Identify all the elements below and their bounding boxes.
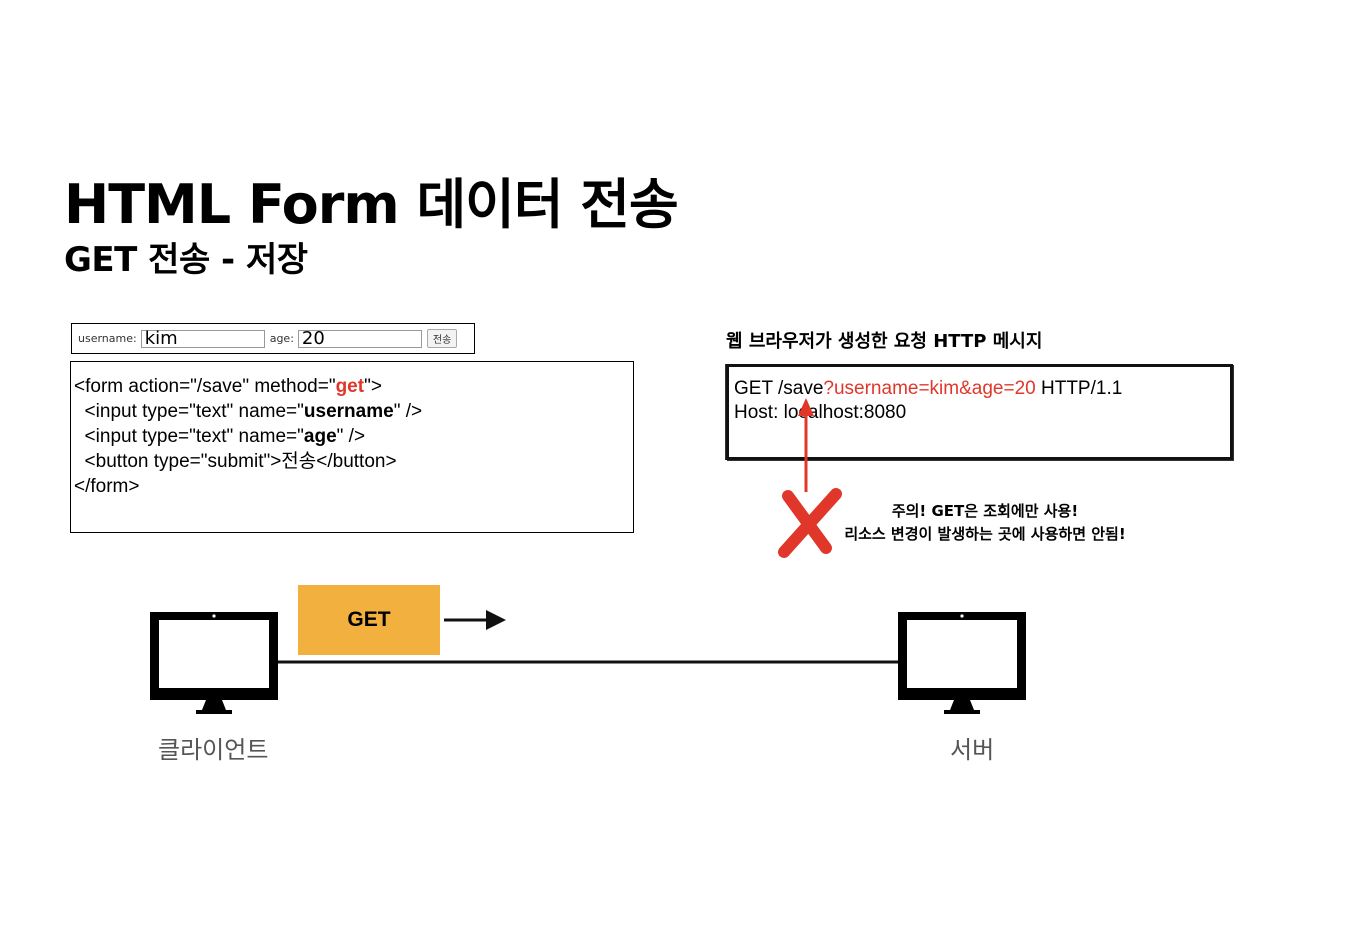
age-input[interactable]: 20 bbox=[297, 329, 422, 348]
age-label: age: bbox=[269, 332, 294, 345]
warning-line: 리소스 변경이 발생하는 곳에 사용하면 안됨! bbox=[844, 525, 1126, 543]
get-request-box: GET bbox=[298, 585, 440, 655]
form-preview: username: kim age: 20 전송 bbox=[71, 323, 475, 354]
code-line: </form> bbox=[74, 476, 140, 497]
code-text: <input type="text" name=" bbox=[74, 426, 304, 447]
code-method-highlight: get bbox=[335, 376, 365, 397]
http-message-box: GET /save?username=kim&age=20 HTTP/1.1 H… bbox=[726, 364, 1233, 460]
request-line: GET /save?username=kim&age=20 HTTP/1.1 bbox=[734, 377, 1230, 401]
page-subtitle: GET 전송 - 저장 bbox=[64, 240, 308, 280]
username-input[interactable]: kim bbox=[140, 329, 265, 348]
red-x-icon bbox=[778, 488, 842, 558]
http-message-title: 웹 브라우저가 생성한 요청 HTTP 메시지 bbox=[726, 331, 1043, 352]
page-title: HTML Form 데이터 전송 bbox=[64, 173, 679, 236]
request-arrow-icon bbox=[444, 610, 506, 630]
submit-button[interactable]: 전송 bbox=[426, 329, 458, 348]
request-path: GET /save bbox=[734, 378, 824, 399]
warning-line: 주의! GET은 조회에만 사용! bbox=[891, 502, 1079, 520]
code-name-highlight: username bbox=[303, 401, 394, 422]
username-label: username: bbox=[78, 332, 137, 345]
server-label: 서버 bbox=[950, 736, 995, 764]
code-line: <button type="submit">전송</button> bbox=[74, 451, 397, 472]
http-version: HTTP/1.1 bbox=[1035, 378, 1123, 399]
code-text: "> bbox=[364, 376, 382, 397]
server-computer-icon bbox=[898, 612, 1026, 714]
query-string-highlight: ?username=kim&age=20 bbox=[823, 378, 1036, 399]
code-text: <input type="text" name=" bbox=[74, 401, 304, 422]
red-up-arrow-icon bbox=[798, 398, 814, 492]
warning-note: 주의! GET은 조회에만 사용! 리소스 변경이 발생하는 곳에 사용하면 안… bbox=[820, 500, 1150, 546]
code-text: " /> bbox=[336, 426, 366, 447]
code-line: <input type="text" name="username" /> bbox=[74, 399, 633, 424]
code-name-highlight: age bbox=[303, 426, 337, 447]
code-line: <form action="/save" method="get"> bbox=[74, 374, 633, 399]
code-text: <form action="/save" method=" bbox=[74, 376, 336, 397]
code-text: " /> bbox=[393, 401, 423, 422]
client-label: 클라이언트 bbox=[158, 736, 269, 764]
code-line: <input type="text" name="age" /> bbox=[74, 424, 633, 449]
host-header: Host: localhost:8080 bbox=[734, 402, 907, 423]
html-code-box: <form action="/save" method="get"> <inpu… bbox=[70, 361, 634, 533]
client-computer-icon bbox=[150, 612, 278, 714]
